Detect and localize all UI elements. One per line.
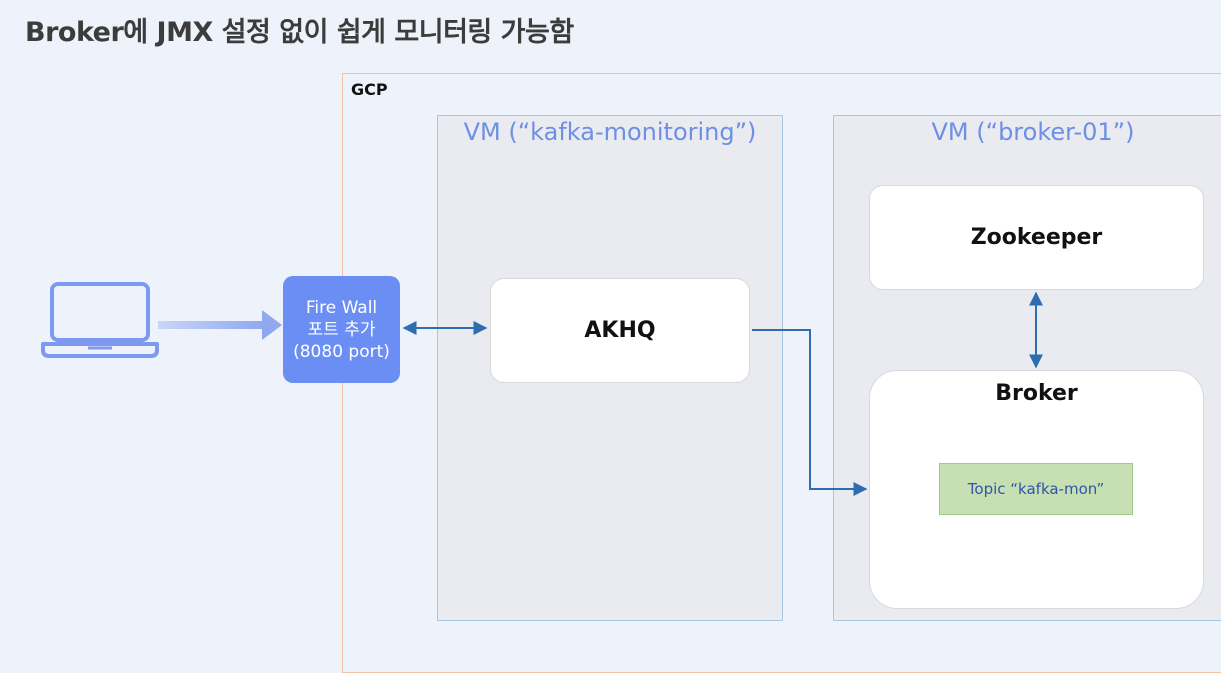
topic-label: Topic “kafka-mon” (967, 480, 1105, 498)
akhq-label: AKHQ (584, 318, 656, 343)
broker-label: Broker (995, 381, 1078, 406)
firewall-line-2: 포트 추가 (307, 319, 376, 340)
zookeeper-label: Zookeeper (970, 225, 1103, 250)
zookeeper-node: Zookeeper (869, 185, 1204, 290)
access-arrow (158, 310, 282, 340)
topic-kafka-mon: Topic “kafka-mon” (939, 463, 1133, 515)
akhq-node: AKHQ (490, 278, 750, 383)
page-title: Broker에 JMX 설정 없이 쉽게 모니터링 가능함 (25, 17, 574, 48)
firewall-node: Fire Wall 포트 추가 (8080 port) (283, 276, 400, 383)
gcp-label: GCP (351, 80, 388, 99)
firewall-line-1: Fire Wall (305, 297, 378, 318)
laptop-icon (41, 282, 159, 358)
vm-kafka-monitoring-label: VM (“kafka-monitoring”) (463, 118, 757, 146)
firewall-line-3: (8080 port) (293, 341, 390, 362)
vm-broker-01-label: VM (“broker-01”) (931, 118, 1135, 146)
